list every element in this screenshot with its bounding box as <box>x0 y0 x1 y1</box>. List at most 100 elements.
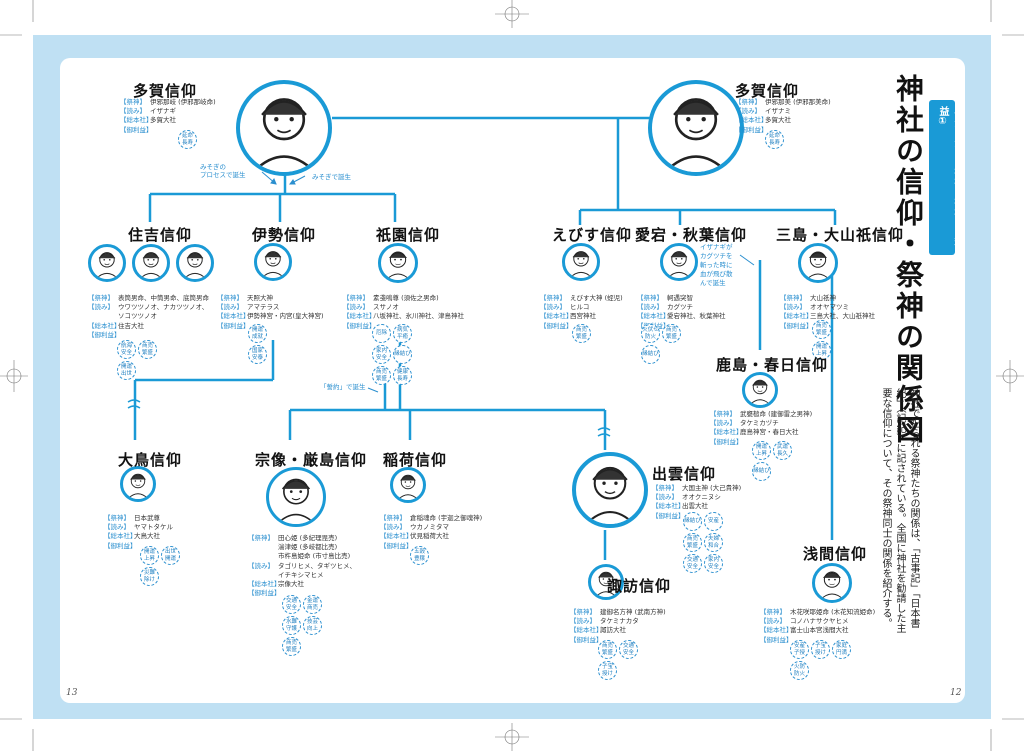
portrait-inari <box>390 467 426 503</box>
detail-row-honsha: 【総本社】三島大社、大山祇神社 <box>780 312 875 321</box>
benefit-badge: 縁結び <box>683 512 702 531</box>
detail-label-riyaku: 【御利益】 <box>104 541 137 550</box>
detail-row-kami: 【祭神】伊邪那美 (伊邪那美命) <box>735 98 831 107</box>
detail-label-honsha: 【総本社】 <box>760 626 793 635</box>
detail-row-yomi: 【読み】タゴリヒメ、タギツヒメ、 <box>248 562 356 571</box>
detail-row-riyaku: 【御利益】 <box>760 636 875 645</box>
detail-row-kami: 【祭神】素戔嗚尊 (須佐之男命) <box>343 294 464 303</box>
detail-value-yomi: オオヤマツミ <box>810 303 849 312</box>
details-taga-m: 【祭神】伊邪那岐 (伊邪那岐命)【読み】イザナギ【総本社】多賀大社【御利益】 <box>120 98 216 135</box>
benefit-badge: 子宝 授け <box>811 640 830 659</box>
page-number-left: 13 <box>66 688 78 698</box>
portrait-izumo <box>572 452 648 528</box>
title-kashima: 鹿島・春日信仰 <box>716 356 829 374</box>
detail-label-riyaku: 【御利益】 <box>120 125 153 134</box>
portrait-atago <box>660 243 698 281</box>
portrait-otori <box>120 466 156 502</box>
detail-label-honsha: 【総本社】 <box>120 116 153 125</box>
detail-row-riyaku: 【御利益】 <box>343 322 464 331</box>
detail-label-honsha: 【総本社】 <box>88 321 121 330</box>
detail-label-kami: 【祭神】 <box>735 98 761 106</box>
detail-row-yomi: 【読み】オオヤマツミ <box>780 303 875 312</box>
series-text: 5分で分かる神社と神様とご利益① <box>937 106 963 247</box>
detail-row-honsha: 【総本社】出雲大社 <box>652 502 741 511</box>
details-inari: 【祭神】倉稲魂命 (宇迦之御魂神)【読み】ウカノミタマ【総本社】伏見稲荷大社【御… <box>380 514 482 551</box>
detail-label-kami: 【祭神】 <box>88 294 114 302</box>
detail-label-kami: 【祭神】 <box>380 514 406 522</box>
details-gion: 【祭神】素戔嗚尊 (須佐之男命)【読み】スサノオ【総本社】八坂神社、氷川神社、津… <box>343 294 464 331</box>
detail-label-riyaku: 【御利益】 <box>760 635 793 644</box>
detail-label-honsha: 【総本社】 <box>780 312 813 321</box>
detail-label-riyaku: 【御利益】 <box>343 321 376 330</box>
detail-value-kami: 建御名方神 (武南方神) <box>600 608 666 616</box>
benefit-badge: 商売 繁盛 <box>282 637 301 656</box>
portrait-suwa <box>588 564 624 600</box>
detail-value-yomi: ウワツツノオ、ナカツツノオ、 <box>118 303 209 312</box>
detail-label-yomi: 【読み】 <box>248 561 274 570</box>
details-otori: 【祭神】日本武尊【読み】ヤマトタケル【総本社】大鳥大社【御利益】 <box>104 514 173 551</box>
detail-row-honsha: 【総本社】鹿島神宮・春日大社 <box>710 428 812 437</box>
benefit-badge: 開運 出世 <box>117 361 136 380</box>
detail-label-kami <box>248 543 278 552</box>
detail-row-riyaku: 【御利益】 <box>248 589 356 598</box>
detail-value-yomi: コノハナサクヤヒメ <box>790 617 849 626</box>
detail-value-yomi: カグツチ <box>667 303 693 312</box>
benefit-badge: 災難 除け <box>140 567 159 586</box>
detail-row-kami: 【祭神】表筒男命、中筒男命、底筒男命 <box>88 294 209 303</box>
detail-row-honsha: 【総本社】住吉大社 <box>88 322 209 331</box>
detail-row-kami: 市杵島姫命 (市寸島比売) <box>248 552 356 561</box>
title-atago: 愛宕・秋葉信仰 <box>635 226 748 244</box>
detail-label-yomi <box>248 571 278 580</box>
benefit-badge: 家内 安全 <box>704 554 723 573</box>
benefits-izumo: 縁結び安産商売 繁盛夫婦 和合交通 安全家内 安全 <box>683 512 740 573</box>
benefit-badge: 縁結び <box>393 345 412 364</box>
detail-label-yomi: 【読み】 <box>637 303 663 312</box>
detail-value-kami: 武甕槌命 (建御雷之男神) <box>740 410 813 418</box>
detail-label-riyaku: 【御利益】 <box>710 437 743 446</box>
benefit-badge: 子宝 授け <box>598 661 617 680</box>
benefits-mishima: 商売 繁盛開運 上昇 <box>812 320 850 360</box>
detail-value-honsha: 宗像大社 <box>278 580 304 589</box>
detail-row-kami: 湍津姫 (多岐都比売) <box>248 543 356 552</box>
detail-row-riyaku: 【御利益】 <box>652 512 741 521</box>
benefits-inari: 五穀 豊穣 <box>410 546 429 565</box>
detail-value-honsha: 三島大社、大山祇神社 <box>810 312 875 321</box>
detail-label-honsha: 【総本社】 <box>104 532 137 541</box>
benefits-suwa: 商売 繁盛交通 安全子宝 授け <box>598 640 655 680</box>
detail-value-kami: 市杵島姫命 (市寸島比売) <box>278 552 351 561</box>
title-taga-f: 多賀信仰 <box>735 82 800 100</box>
detail-label-honsha: 【総本社】 <box>710 428 743 437</box>
benefits-taga-m: 延命 長寿 <box>178 130 197 149</box>
details-suwa: 【祭神】建御名方神 (武南方神)【読み】タケミナカタ【総本社】諏訪大社【御利益】 <box>570 608 666 645</box>
title-taga-m: 多賀信仰 <box>133 82 198 100</box>
detail-label-kami: 【祭神】 <box>120 98 146 106</box>
detail-row-kami: 【祭神】えびす大神 (蛭児) <box>540 294 623 303</box>
detail-label-yomi: 【読み】 <box>570 617 596 626</box>
detail-value-kami: 表筒男命、中筒男命、底筒男命 <box>118 294 209 302</box>
detail-row-riyaku: 【御利益】 <box>540 322 623 331</box>
detail-row-honsha: 【総本社】西宮神社 <box>540 312 623 321</box>
benefit-badge: 開運 上昇 <box>752 441 771 460</box>
detail-label-yomi: 【読み】 <box>380 523 406 532</box>
details-kashima: 【祭神】武甕槌命 (建御雷之男神)【読み】タケミカヅチ【総本社】鹿島神宮・春日大… <box>710 410 812 447</box>
detail-row-kami: 【祭神】天照大神 <box>217 294 324 303</box>
detail-value-honsha: 住吉大社 <box>118 321 144 330</box>
title-munakata: 宗像・厳島信仰 <box>255 451 368 469</box>
benefit-badge: 商売 繁盛 <box>572 324 591 343</box>
detail-row-riyaku: 【御利益】 <box>217 322 324 331</box>
benefit-badge: 金運 商売 <box>303 595 322 614</box>
detail-value-honsha: 伏見稲荷大社 <box>410 532 449 541</box>
details-ise: 【祭神】天照大神【読み】アマテラス【総本社】伊勢神宮・内宮(皇大神宮)【御利益】 <box>217 294 324 331</box>
detail-row-yomi: 【読み】イザナミ <box>735 107 831 116</box>
detail-label-honsha: 【総本社】 <box>380 532 413 541</box>
detail-row-riyaku: 【御利益】 <box>710 438 812 447</box>
detail-row-honsha: 【総本社】富士山本宮浅間大社 <box>760 626 875 635</box>
detail-label-honsha: 【総本社】 <box>735 116 768 125</box>
detail-row-yomi: イチキシマヒメ <box>248 571 356 580</box>
detail-value-kami: 田心姫 (多紀理毘売) <box>278 534 338 542</box>
detail-row-yomi: 【読み】カグツチ <box>637 303 726 312</box>
detail-row-kami: 【祭神】伊邪那岐 (伊邪那岐命) <box>120 98 216 107</box>
detail-label-kami: 【祭神】 <box>248 534 274 542</box>
benefit-badge: 縁結び <box>752 462 771 481</box>
title-izumo: 出雲信仰 <box>652 465 717 483</box>
